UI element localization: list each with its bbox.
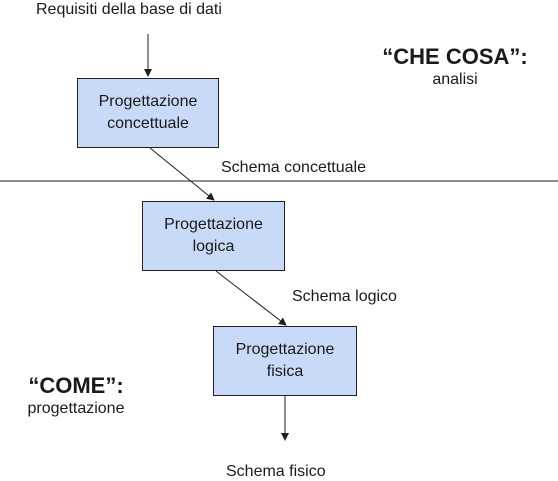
output-label-concettuale: Schema concettuale: [221, 159, 366, 176]
how-title: “COME”:: [28, 373, 124, 398]
what-heading: “CHE COSA”: analisi: [372, 44, 538, 90]
step-box-logica: Progettazione logica: [142, 201, 285, 271]
how-heading: “COME”: progettazione: [6, 373, 146, 419]
what-title: “CHE COSA”:: [382, 44, 528, 69]
connector-logica-fisica: [215, 270, 287, 326]
output-label-fisica: Schema fisico: [226, 463, 326, 480]
step-box-fisica: Progettazione fisica: [213, 326, 357, 396]
input-label: Requisiti della base di dati: [36, 1, 222, 18]
step-label: Progettazione concettuale: [98, 93, 198, 132]
step-label: Progettazione logica: [164, 216, 263, 255]
connector-concettuale-logica: [149, 147, 215, 201]
how-subtitle: progettazione: [27, 400, 125, 417]
output-label-logica: Schema logico: [292, 288, 397, 305]
step-label: Progettazione fisica: [235, 341, 335, 380]
what-subtitle: analisi: [432, 71, 478, 88]
step-box-concettuale: Progettazione concettuale: [77, 78, 219, 148]
